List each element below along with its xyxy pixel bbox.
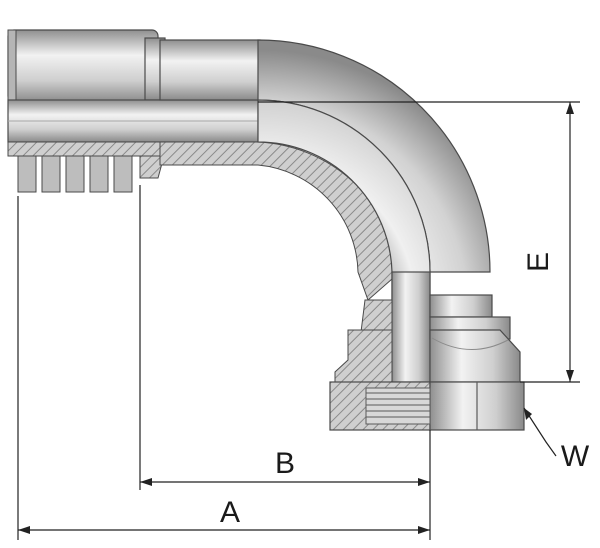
ferrule-end-cap (7, 29, 17, 103)
dimension-w-leader (523, 407, 557, 457)
nut-thread (365, 387, 431, 425)
ferrule-body (7, 29, 159, 103)
dimension-b-label: B (275, 447, 295, 480)
dimension-w-label: W (561, 440, 590, 473)
tube-straight (159, 39, 261, 101)
ferrule-section (7, 141, 165, 193)
dimension-arrows (18, 102, 574, 534)
ferrule (7, 29, 166, 103)
dimension-e-label: E (522, 252, 555, 272)
elbow-section (159, 141, 401, 301)
dimension-lines (17, 101, 580, 540)
tube-vertical (391, 271, 431, 383)
hose-tail (7, 99, 259, 143)
swivel-nut (329, 329, 525, 431)
dimension-a-label: A (220, 496, 240, 529)
ferrule-serrations (17, 155, 133, 193)
